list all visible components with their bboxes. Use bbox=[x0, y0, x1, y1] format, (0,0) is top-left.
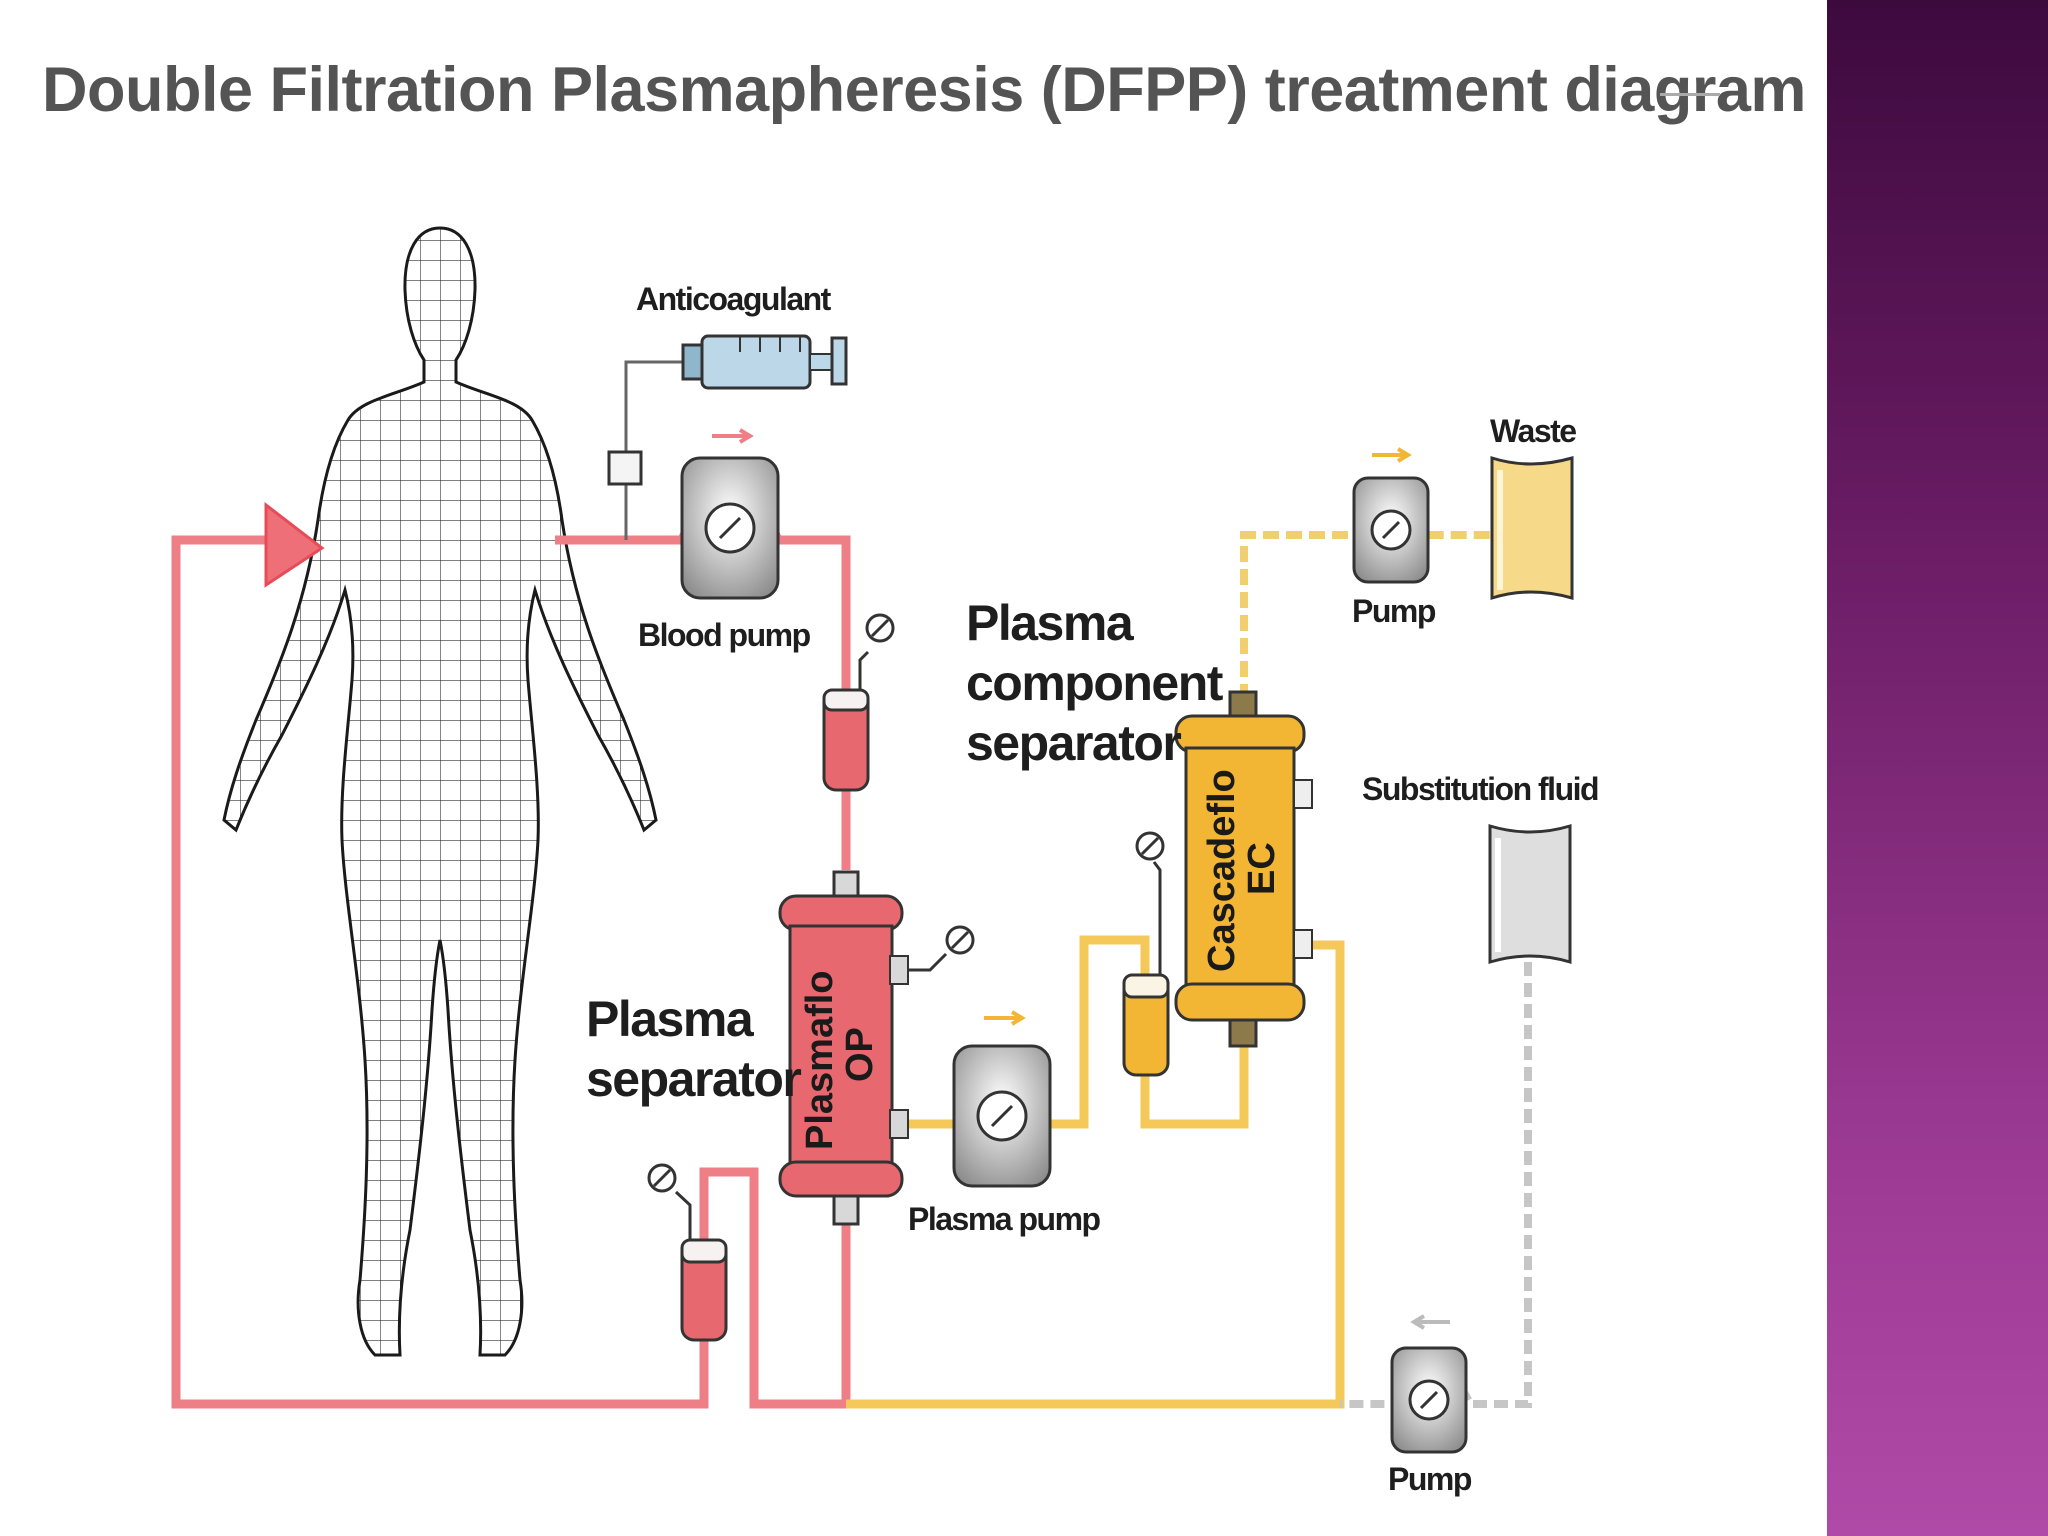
anticoagulant-syringe bbox=[607, 334, 848, 540]
decorative-side-panel bbox=[1827, 0, 2048, 1536]
drip-chamber-blood-top bbox=[822, 613, 895, 792]
return-line bbox=[846, 940, 1345, 1409]
blood-pump[interactable] bbox=[680, 428, 780, 600]
drip-chamber-plasma bbox=[1122, 831, 1170, 1077]
substitution-line bbox=[1340, 962, 1532, 1408]
substitution-pump[interactable] bbox=[1390, 1314, 1468, 1454]
slide-title: Double Filtration Plasmapheresis (DFPP) … bbox=[42, 55, 1806, 125]
pressure-gauge-separator bbox=[906, 925, 975, 972]
arterial-line bbox=[171, 535, 851, 1409]
human-figure bbox=[222, 226, 658, 1357]
plasma-pump[interactable] bbox=[952, 1010, 1052, 1188]
substitution-fluid-label: Substitution fluid bbox=[1362, 771, 1598, 807]
pump-bottom-label: Pump bbox=[1388, 1461, 1472, 1497]
pump-to-component-line bbox=[1140, 1040, 1249, 1129]
blood-pump-label: Blood pump bbox=[638, 617, 811, 653]
waste-label: Waste bbox=[1490, 413, 1576, 449]
title-rule bbox=[1660, 93, 1720, 96]
plasma-separator-column: Plasmaflo OP bbox=[778, 870, 909, 1226]
substitution-pump-arrow-icon bbox=[1410, 1314, 1450, 1330]
component-separator-column: Cascadeflo EC bbox=[1174, 690, 1313, 1048]
plasma-separator-label-1: Plasma bbox=[586, 991, 755, 1047]
pump-top-label: Pump bbox=[1352, 593, 1436, 629]
component-separator-label-3: separator bbox=[966, 715, 1181, 771]
blood-pump-arrow-icon bbox=[712, 428, 754, 444]
waste-pump-arrow-icon bbox=[1372, 447, 1412, 463]
waste-bag bbox=[1490, 455, 1574, 601]
component-separator-label-2: component bbox=[966, 655, 1224, 711]
dfpp-diagram: Plasmaflo OP Cascadeflo EC Anticoagulant bbox=[171, 226, 1600, 1497]
plasmaflo-label: Plasmaflo bbox=[799, 970, 841, 1150]
drip-chamber-blood-bottom bbox=[647, 1163, 728, 1342]
cascadeflo-label: Cascadeflo bbox=[1201, 769, 1243, 972]
waste-pump[interactable] bbox=[1352, 447, 1430, 584]
substitution-fluid-bag bbox=[1488, 823, 1572, 965]
plasma-pump-label: Plasma pump bbox=[908, 1201, 1101, 1237]
access-arrow bbox=[264, 501, 325, 588]
component-separator-label-1: Plasma bbox=[966, 595, 1135, 651]
plasma-separator-label-2: separator bbox=[586, 1051, 801, 1107]
cascadeflo-model-label: EC bbox=[1241, 842, 1283, 895]
plasmaflo-model-label: OP bbox=[839, 1027, 881, 1082]
anticoagulant-label: Anticoagulant bbox=[636, 281, 832, 317]
plasma-pump-arrow-icon bbox=[984, 1010, 1026, 1026]
